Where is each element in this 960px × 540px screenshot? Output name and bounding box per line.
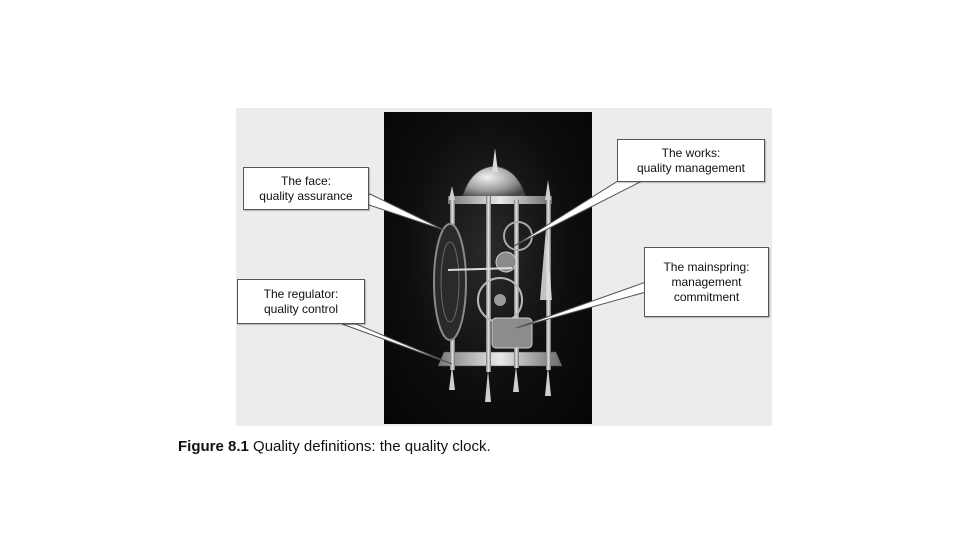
callout-mainspring-text-2: commitment	[673, 289, 740, 304]
pointer-works	[513, 175, 642, 247]
callout-regulator-title: The regulator:	[263, 286, 339, 301]
callout-regulator-text: quality control	[263, 301, 339, 316]
figure-label: Figure 8.1	[178, 438, 249, 455]
callout-works-title: The works:	[661, 145, 721, 160]
clock-mechanism	[433, 148, 563, 402]
pointer-face	[358, 193, 445, 231]
callout-works: The works: quality management	[617, 139, 765, 182]
figure-caption: Figure 8.1 Quality definitions: the qual…	[178, 438, 491, 455]
figure-caption-text: Quality definitions: the quality clock.	[253, 438, 491, 455]
callout-mainspring-text-1: management	[671, 274, 742, 289]
callout-mainspring-title: The mainspring:	[663, 259, 750, 274]
callout-mainspring: The mainspring: management commitment	[644, 247, 769, 317]
callout-works-text: quality management	[636, 160, 746, 175]
callout-face-text: quality assurance	[259, 188, 353, 203]
callout-face-title: The face:	[280, 173, 332, 188]
callout-pointers	[341, 175, 647, 365]
pointer-mainspring	[515, 281, 647, 329]
callout-face: The face: quality assurance	[243, 167, 369, 210]
pointer-regulator	[341, 323, 453, 365]
callout-regulator: The regulator: quality control	[237, 279, 365, 324]
